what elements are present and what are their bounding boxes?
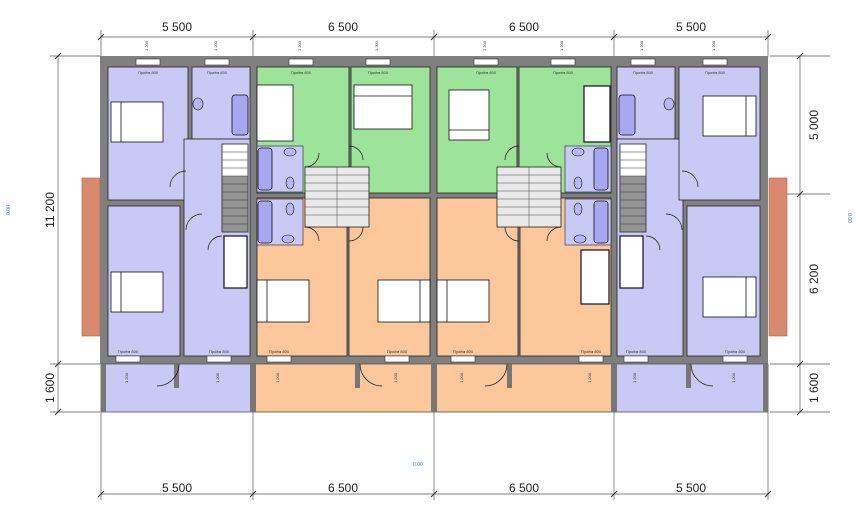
window-label-bottom-3: Проём 800 xyxy=(269,349,290,354)
brick-wall-left xyxy=(81,177,101,337)
window-height-bottom-2: 1 200 xyxy=(215,372,220,383)
window-label-top-4: Проём 800 xyxy=(368,70,389,75)
windows-top xyxy=(135,58,728,66)
stairs-unit3 xyxy=(496,166,562,228)
dim-bottom-3: 6 500 xyxy=(509,481,539,495)
dimension-ticks xyxy=(54,33,804,498)
porch-unit2 xyxy=(252,363,435,413)
dim-bottom-1: 5 500 xyxy=(162,481,192,495)
window-label-bottom-8: Проём 800 xyxy=(725,349,746,354)
window-label-bottom-1: Проём 800 xyxy=(118,349,139,354)
window-label-top-1: Проём 800 xyxy=(138,70,159,75)
porch-door-swings xyxy=(156,363,714,387)
window-label-bottom-6: Проём 800 xyxy=(581,349,602,354)
window-height-top-4: 1 200 xyxy=(374,40,379,51)
window-height-bottom-4: 1 200 xyxy=(393,372,398,383)
window-height-top-3: 1 200 xyxy=(297,40,302,51)
window-label-top-7: Проём 800 xyxy=(633,70,654,75)
window-height-top-1: 1 200 xyxy=(144,40,149,51)
window-height-bottom-1: 1 200 xyxy=(124,372,129,383)
window-label-bottom-2: Проём 800 xyxy=(209,349,230,354)
porch-posts xyxy=(101,364,768,412)
window-label-bottom-4: Проём 800 xyxy=(387,349,408,354)
window-height-top-2: 1 200 xyxy=(213,40,218,51)
window-label-bottom-7: Проём 800 xyxy=(626,349,647,354)
window-height-bottom-3: 1 200 xyxy=(275,372,280,383)
bed-icons xyxy=(110,84,757,323)
level-mark-right: 0.00 xyxy=(846,213,852,223)
dim-top-2: 6 500 xyxy=(328,20,358,34)
window-label-bottom-5: Проём 800 xyxy=(453,349,474,354)
level-mark-left: 0.00 xyxy=(6,205,12,215)
dim-right-upper: 5 000 xyxy=(807,110,821,140)
stairs-unit2 xyxy=(304,166,370,228)
dim-left-porch: 1 600 xyxy=(43,373,57,403)
dim-bottom-2: 6 500 xyxy=(328,481,358,495)
window-height-bottom-6: 1 200 xyxy=(587,372,592,383)
dim-right-lower: 6 200 xyxy=(807,264,821,294)
dim-bottom-4: 5 500 xyxy=(676,481,706,495)
window-label-top-8: Проём 800 xyxy=(705,70,726,75)
porch-unit3 xyxy=(433,363,615,413)
door-swings xyxy=(169,145,699,251)
dim-top-3: 6 500 xyxy=(509,20,539,34)
window-height-top-5: 1 200 xyxy=(482,40,487,51)
window-label-top-3: Проём 800 xyxy=(291,70,312,75)
bathtub-icons xyxy=(231,94,636,244)
stairs-unit1 xyxy=(221,143,249,233)
window-height-bottom-5: 1 200 xyxy=(459,372,464,383)
dim-top-4: 5 500 xyxy=(676,20,706,34)
toilet-icons xyxy=(192,97,675,244)
window-label-top-5: Проём 800 xyxy=(476,70,497,75)
window-height-top-7: 1 200 xyxy=(639,40,644,51)
window-height-top-8: 1 200 xyxy=(711,40,716,51)
window-label-top-2: Проём 800 xyxy=(207,70,228,75)
window-height-bottom-8: 1 200 xyxy=(731,372,736,383)
wardrobe-icons xyxy=(223,85,644,305)
window-label-top-6: Проём 800 xyxy=(553,70,574,75)
brick-wall-right xyxy=(768,177,788,337)
dim-left-total: 11 200 xyxy=(43,192,57,228)
stairs-unit4 xyxy=(619,143,647,233)
level-mark-bottom: 0.00 xyxy=(413,462,423,468)
window-height-bottom-7: 1 200 xyxy=(632,372,637,383)
dim-right-porch: 1 600 xyxy=(807,373,821,403)
windows-bottom xyxy=(115,355,748,363)
dim-top-1: 5 500 xyxy=(162,20,192,34)
window-height-top-6: 1 200 xyxy=(559,40,564,51)
